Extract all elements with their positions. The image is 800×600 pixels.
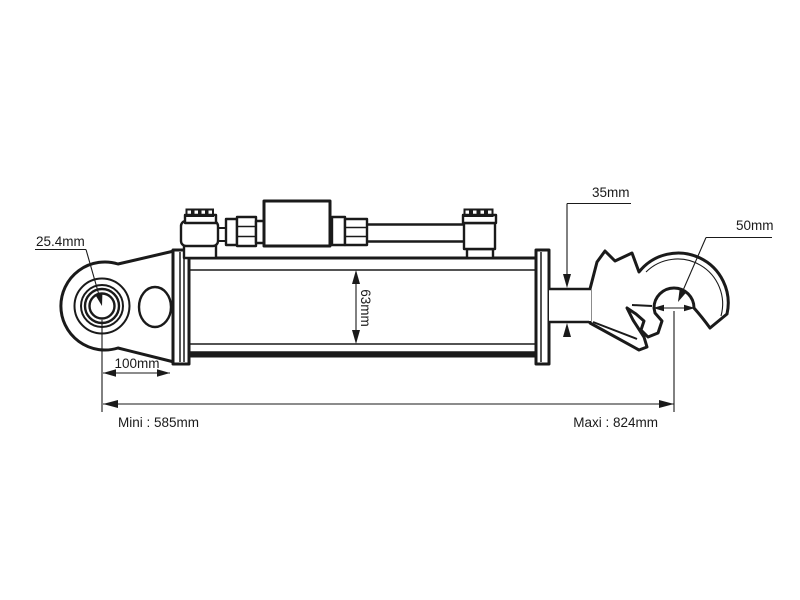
length-max-label: Maxi : 824mm xyxy=(573,415,658,430)
cylinder-right-cap xyxy=(534,248,551,366)
body-diameter-label: 63mm xyxy=(358,289,373,327)
claw-hook xyxy=(588,249,730,352)
hydraulic-hose-assembly xyxy=(179,199,498,260)
eye-bore-label: 25.4mm xyxy=(36,234,85,249)
cylinder-body xyxy=(187,256,538,358)
hook-body xyxy=(588,249,730,352)
hook-bore-arrowhead xyxy=(678,289,687,302)
dim-eye-bore: 25.4mm xyxy=(35,234,103,306)
hook-bore-left-arrowhead xyxy=(653,304,664,312)
rod-diameter-label: 35mm xyxy=(592,185,630,200)
dim-overall-length: Mini : 585mm Maxi : 824mm xyxy=(101,311,675,430)
eye-bore-leader-line xyxy=(85,249,100,296)
overall-right-arrowhead xyxy=(659,400,674,408)
latch-bar-line xyxy=(592,321,638,340)
body-dia-down-arrowhead xyxy=(352,330,360,344)
rod-fill xyxy=(549,290,591,321)
eye-offset-left-arrowhead xyxy=(103,369,116,377)
hex-nut-5 xyxy=(343,217,369,247)
dim-body-diameter: 63mm xyxy=(352,270,373,344)
dim-eye-offset: 100mm xyxy=(103,356,170,377)
hook-bore-leader-line xyxy=(680,237,707,296)
right-fitting-body xyxy=(462,221,497,251)
cylinder-left-cap xyxy=(171,248,191,366)
length-min-label: Mini : 585mm xyxy=(118,415,199,430)
rod-dia-down-arrowhead xyxy=(563,274,571,288)
overall-left-arrowhead xyxy=(103,400,118,408)
eye-bore-arrowhead xyxy=(95,293,103,306)
dim-hook-bore: 50mm xyxy=(653,218,774,312)
manifold-block xyxy=(262,199,332,248)
yoke-socket xyxy=(137,285,173,329)
hex-nut-2 xyxy=(235,215,258,248)
body-dia-up-arrowhead xyxy=(352,270,360,284)
right-fitting-base xyxy=(465,247,495,260)
hex-nut-1 xyxy=(224,217,239,247)
left-castellated-head xyxy=(185,208,214,217)
eye-offset-label: 100mm xyxy=(114,356,159,371)
hex-nut-4 xyxy=(330,215,347,247)
hook-ledge-line xyxy=(631,304,653,307)
eye-offset-right-arrowhead xyxy=(157,369,170,377)
piston-rod xyxy=(549,287,591,324)
hook-highlight-arc xyxy=(645,258,724,317)
ball-joint-eye xyxy=(59,249,176,364)
hook-bore-right-arrowhead xyxy=(684,304,695,312)
hydraulic-cylinder xyxy=(171,248,551,366)
rod-dia-up-arrowhead xyxy=(563,323,571,337)
hook-bore-label: 50mm xyxy=(736,218,774,233)
right-castellated-head xyxy=(463,208,494,217)
dim-rod-diameter: 35mm xyxy=(563,185,631,337)
banjo-elbow-body xyxy=(179,219,220,248)
